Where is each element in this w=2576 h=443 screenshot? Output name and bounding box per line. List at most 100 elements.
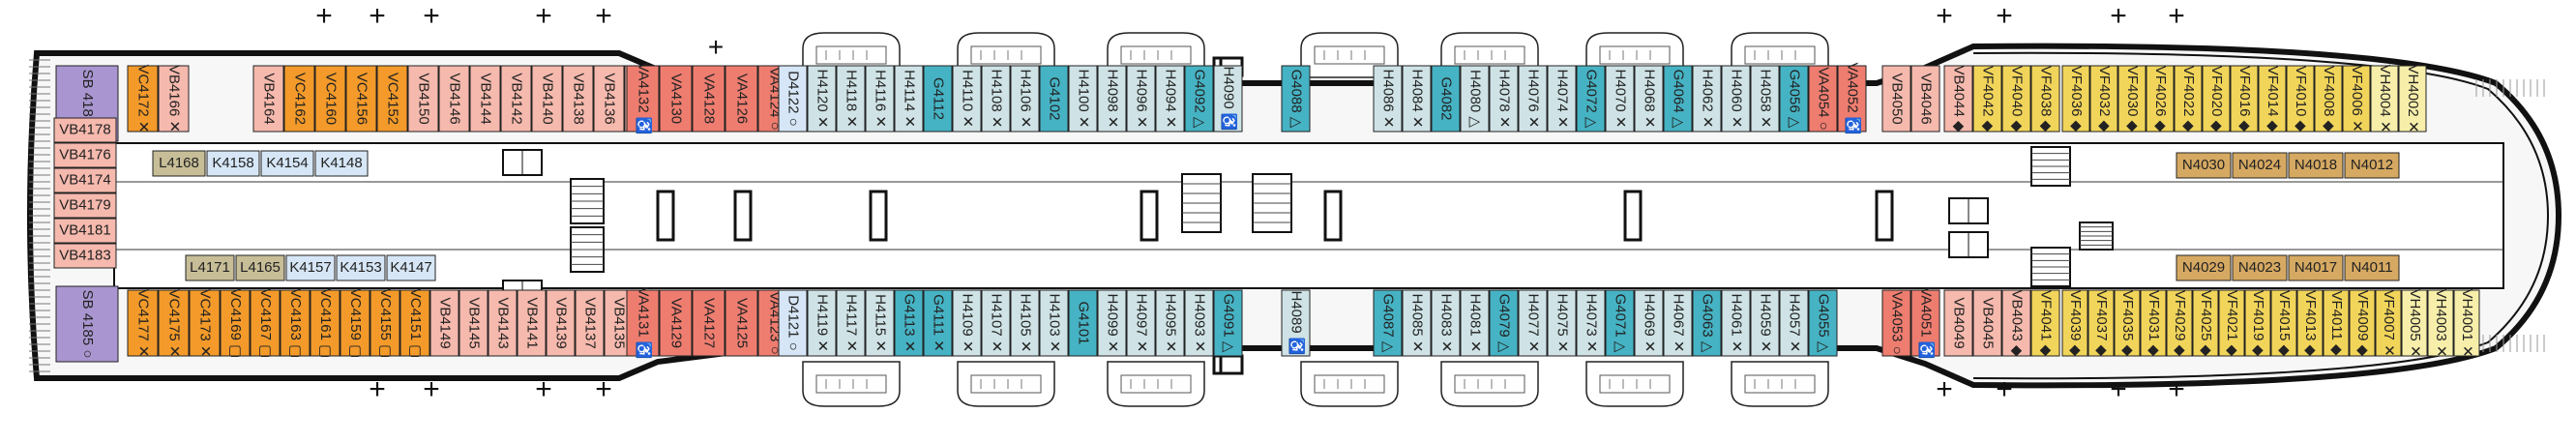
stairwell	[2030, 247, 2071, 287]
cabin-label: SB 4185 ○	[79, 290, 96, 359]
cabin-box	[1039, 65, 1069, 133]
cabin-h4083: H4083 ✕	[1431, 289, 1461, 357]
cabin-box	[429, 289, 459, 357]
cabin-vc4152: VC4152	[376, 65, 408, 133]
cabin-l4165: L4165	[235, 254, 285, 281]
cabin-label: VA4126	[734, 74, 751, 124]
cabin-box	[1373, 289, 1403, 357]
cabin-label: VF4031 ◆	[2146, 290, 2162, 357]
cabin-label: H4096 ✕	[1134, 70, 1150, 129]
cabin-box	[923, 289, 953, 357]
cabin-label: VB4179	[59, 196, 110, 213]
lifeboat-hull	[1585, 361, 1684, 407]
cabin-box	[1576, 65, 1606, 133]
cabin-box	[692, 65, 725, 133]
cabin-label: VC4163 ▢	[287, 288, 304, 359]
cabin-box	[1943, 65, 1973, 133]
cabin-label: H4067 ✕	[1671, 294, 1687, 353]
cabin-label: H4099 ✕	[1105, 294, 1121, 353]
cabin-vf4029: VF4029 ◆	[2166, 289, 2193, 357]
cabin-box	[2230, 65, 2259, 133]
cabin-box	[459, 289, 489, 357]
cabin-box	[1097, 289, 1127, 357]
cabin-label: VB4145	[466, 297, 483, 348]
cabin-vc4159: VC4159 ▢	[340, 288, 370, 358]
cabin-label: H4094 ✕	[1163, 70, 1179, 129]
cabin-box	[2174, 65, 2203, 133]
cabin-box	[2398, 65, 2427, 133]
cabin-va4127: VA4127	[692, 289, 725, 357]
cabin-k4157: K4157	[285, 254, 336, 281]
cabin-box	[1155, 289, 1185, 357]
cabin-vc4169: VC4169 ▢	[220, 288, 251, 358]
bulkhead	[869, 190, 888, 242]
cabin-label: VF4007 ✕	[2381, 289, 2397, 356]
cabin-label: N4024	[2238, 157, 2281, 173]
cabin-va4051: VA4051 ♿	[1910, 286, 1940, 360]
cabin-label: H4083 ✕	[1438, 294, 1455, 353]
cabin-k4158: K4158	[206, 150, 260, 177]
stairwell	[570, 226, 605, 273]
bulkhead	[1623, 190, 1643, 242]
cabin-vc4173: VC4173 ✕	[189, 289, 221, 357]
cabin-box	[1460, 65, 1490, 133]
cabin-box	[1010, 289, 1040, 357]
cabin-vf4022: VF4022 ◆	[2174, 65, 2203, 133]
cabin-box	[285, 254, 336, 281]
cabin-label: H4100 ✕	[1076, 70, 1092, 129]
cabin-g4088: G4088 △	[1281, 65, 1311, 133]
cabin-vf4041: VF4041 ◆	[2030, 289, 2060, 357]
cabin-label: H4069 ✕	[1642, 294, 1658, 353]
cabin-sb-4185: SB 4185 ○	[55, 285, 119, 363]
cabin-h4116: H4116 ✕	[865, 65, 895, 133]
cabin-label: VF4029 ◆	[2172, 290, 2188, 357]
cabin-vb4150: VB4150	[407, 65, 439, 133]
cabin-label: H4075 ✕	[1554, 294, 1571, 353]
stairwell	[2079, 222, 2114, 251]
cabin-label: G4064 △	[1671, 70, 1687, 129]
lifeboat	[1585, 361, 1684, 407]
cabin-vf4025: VF4025 ◆	[2192, 289, 2219, 357]
cabin-box	[314, 150, 369, 177]
cabin-h4070: H4070 ✕	[1605, 65, 1635, 133]
cabin-label: VF4021 ◆	[2224, 290, 2240, 357]
cabin-h4094: H4094 ✕	[1155, 65, 1185, 133]
cabin-label: VC4161 ▢	[317, 288, 334, 359]
cabin-box	[1068, 65, 1098, 133]
cabin-box	[1634, 65, 1664, 133]
cabin-label: N4029	[2182, 259, 2225, 276]
cabin-box	[2089, 65, 2118, 133]
plus-mark: +	[2110, 0, 2127, 32]
cabin-vf4030: VF4030 ◆	[2117, 65, 2147, 133]
cabin-label: H4089 ♿	[1288, 290, 1306, 355]
cabin-box	[2218, 289, 2245, 357]
cabin-n4017: N4017	[2288, 254, 2344, 281]
cabin-box	[517, 289, 547, 357]
cabin-label: G4056 △	[1787, 70, 1803, 129]
lifeboat-canopy	[970, 374, 1042, 394]
cabin-label: VB4045	[1980, 297, 1997, 348]
cabin-vf4019: VF4019 ◆	[2244, 289, 2271, 357]
cabin-vc4161: VC4161 ▢	[310, 288, 341, 359]
cabin-vb4139: VB4139	[546, 289, 576, 357]
cabin-label: N4023	[2238, 259, 2281, 276]
cabin-vc4177: VC4177 ✕	[127, 289, 159, 357]
cabin-box	[778, 289, 808, 357]
cabin-label: VB4141	[524, 297, 541, 348]
cabin-label: VB4176	[59, 146, 110, 162]
cabin-h4106: H4106 ✕	[1010, 65, 1040, 133]
cabin-box	[2232, 254, 2288, 281]
cabin-vb4137: VB4137	[575, 289, 605, 357]
cabin-h4081: H4081 ✕	[1460, 289, 1490, 357]
cabin-box	[336, 254, 386, 281]
cabin-box	[314, 65, 346, 133]
cabin-box	[158, 289, 190, 357]
cabin-label: G4063 △	[1700, 294, 1716, 353]
plus-mark: +	[369, 373, 386, 405]
cabin-box	[1489, 65, 1519, 133]
cabin-label: K4148	[320, 155, 362, 171]
cabin-label: VF4042 ◆	[1980, 66, 1997, 133]
cabin-box	[158, 65, 190, 133]
cabin-h4085: H4085 ✕	[1402, 289, 1432, 357]
cabin-box	[2258, 65, 2287, 133]
